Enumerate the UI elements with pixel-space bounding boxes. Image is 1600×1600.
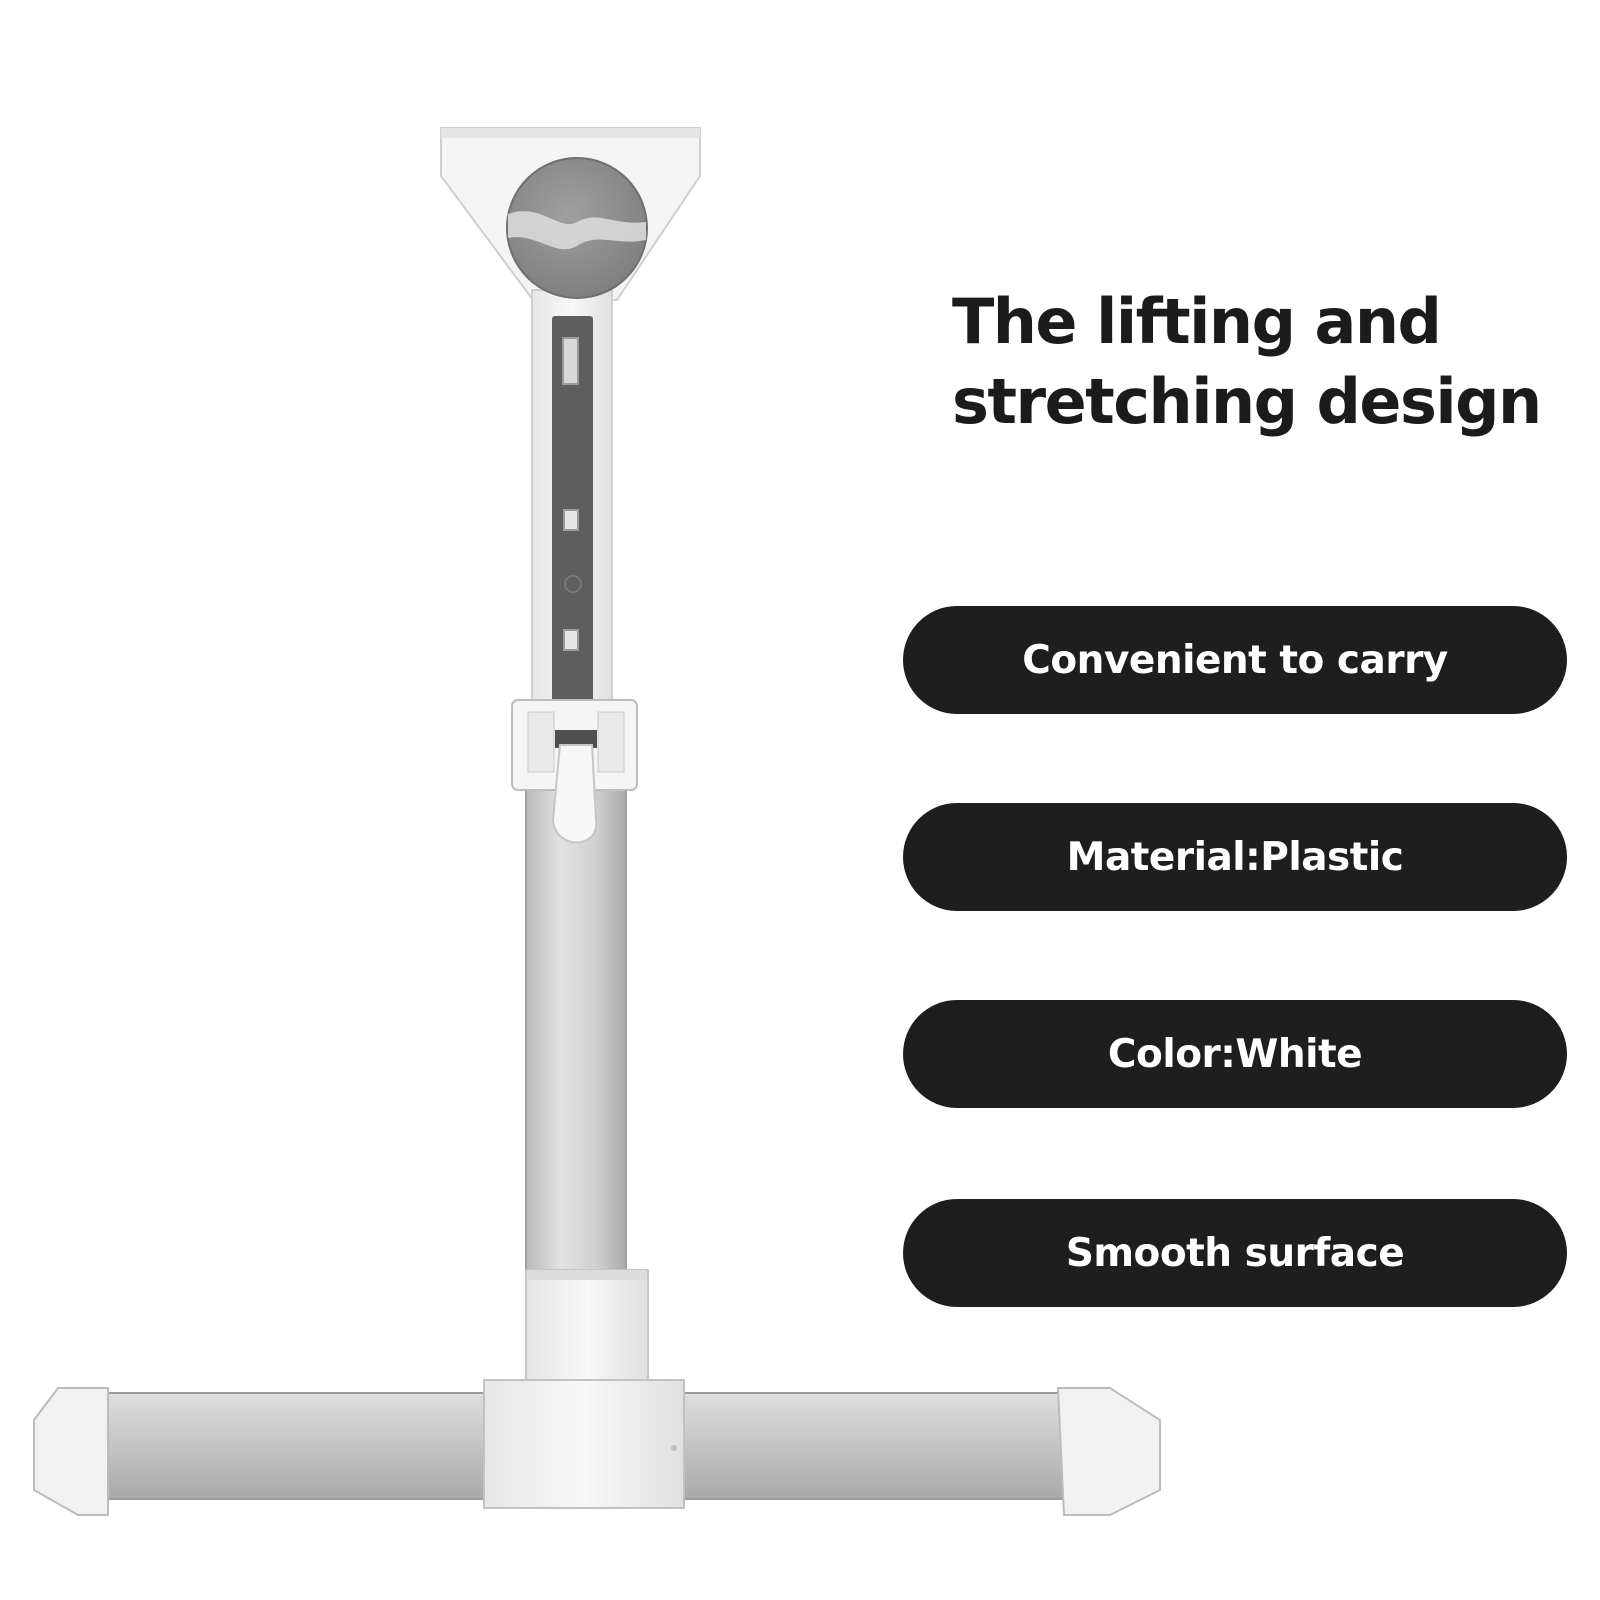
feature-pill-material: Material:Plastic: [903, 803, 1567, 911]
base-collar: [525, 1269, 649, 1401]
feature-pill-convenient: Convenient to carry: [903, 606, 1567, 714]
lower-tube: [525, 783, 627, 1275]
headline-line-2: stretching design: [952, 365, 1542, 438]
locking-clamp: [511, 699, 638, 844]
base-bar: [95, 1379, 1097, 1509]
adjustment-knob: [506, 157, 648, 299]
headline-line-1: The lifting and: [952, 285, 1442, 358]
base-end-caps: [33, 1387, 1161, 1516]
upper-tube: [531, 289, 613, 711]
headline: The lifting and stretching design: [952, 282, 1552, 442]
feature-pill-surface: Smooth surface: [903, 1199, 1567, 1307]
feature-pill-color: Color:White: [903, 1000, 1567, 1108]
